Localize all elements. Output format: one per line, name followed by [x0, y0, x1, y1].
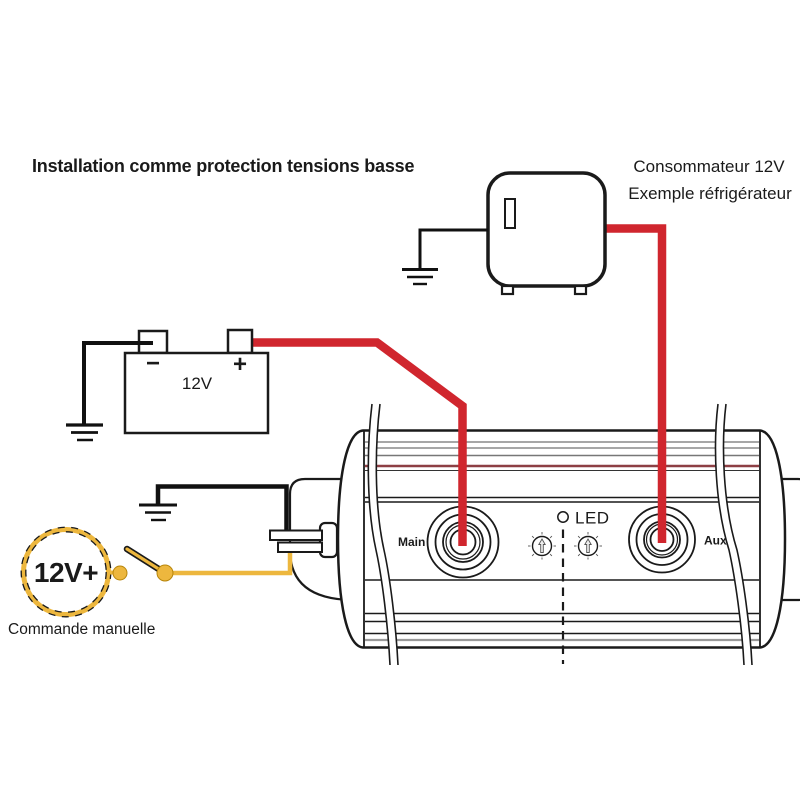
battery-icon: − + 12V: [123, 328, 270, 435]
manual-caption: Commande manuelle: [8, 621, 155, 638]
battery-plus-sign: +: [233, 351, 247, 378]
ground-wire-consumer: [402, 228, 488, 286]
device-body-lines: [365, 441, 759, 642]
ground-icon: [139, 503, 177, 522]
fridge-icon: [486, 171, 607, 296]
led-label: LED: [575, 509, 610, 528]
dial-icon-left: [528, 532, 556, 560]
device-bolt-terminal: [269, 521, 339, 559]
ground-icon: [66, 423, 103, 442]
aux-terminal-label: Aux: [704, 534, 727, 548]
led-indicator-icon: [557, 511, 569, 523]
main-terminal-label: Main: [398, 535, 425, 549]
dial-icon-right: [574, 532, 602, 560]
battery-protect-device: Main Aux LED: [269, 404, 787, 665]
manual-switch-icon: [108, 545, 174, 582]
positive-wire-battery: [237, 338, 467, 546]
supply-label: 12V+: [34, 557, 98, 588]
consumer-label-line1: Consommateur 12V: [633, 157, 785, 176]
ground-wire-device: [139, 484, 289, 532]
consumer-label-line2: Exemple réfrigérateur: [628, 184, 792, 203]
diagram-title: Installation comme protection tensions b…: [32, 156, 414, 176]
ground-icon: [402, 268, 438, 286]
positive-wire-consumer: [604, 224, 667, 543]
supply-circle: 12V+: [20, 526, 112, 618]
manual-wire: [165, 545, 293, 576]
battery-minus-sign: −: [146, 350, 160, 377]
ground-wire-battery: [66, 341, 153, 442]
battery-voltage-label: 12V: [182, 374, 213, 393]
